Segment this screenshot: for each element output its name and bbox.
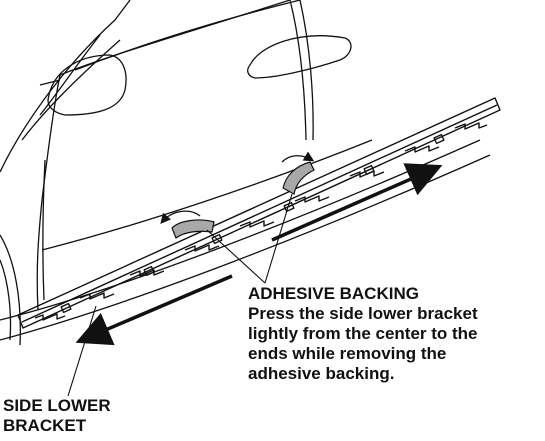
bracket-label-line: BRACKET xyxy=(3,416,87,435)
curved-arrow-icon xyxy=(281,151,315,163)
curved-arrow-icon xyxy=(160,210,201,224)
instruction-line: Press the side lower bracket xyxy=(248,304,478,323)
bracket-label-line: SIDE LOWER xyxy=(3,396,111,415)
adhesive-leader-lines xyxy=(206,193,293,284)
adhesive-backing-callout: ADHESIVE BACKING Press the side lower br… xyxy=(248,284,545,384)
direction-arrow-right-icon xyxy=(271,163,443,242)
adhesive-backing-title: ADHESIVE BACKING xyxy=(248,284,419,303)
direction-arrow-left-icon xyxy=(75,274,233,346)
side-lower-bracket xyxy=(17,97,501,329)
door-handle xyxy=(247,35,352,79)
instruction-line: adhesive backing. xyxy=(248,364,395,383)
adhesive-backing-tape-right xyxy=(282,161,315,195)
instruction-line: ends while removing the xyxy=(248,344,447,363)
side-lower-bracket-callout: SIDE LOWER BRACKET xyxy=(3,396,203,436)
adhesive-backing-tape-left xyxy=(171,219,215,239)
side-mirror xyxy=(39,54,127,116)
instruction-line: lightly from the center to the xyxy=(248,324,478,343)
bracket-leader-line xyxy=(67,305,97,397)
